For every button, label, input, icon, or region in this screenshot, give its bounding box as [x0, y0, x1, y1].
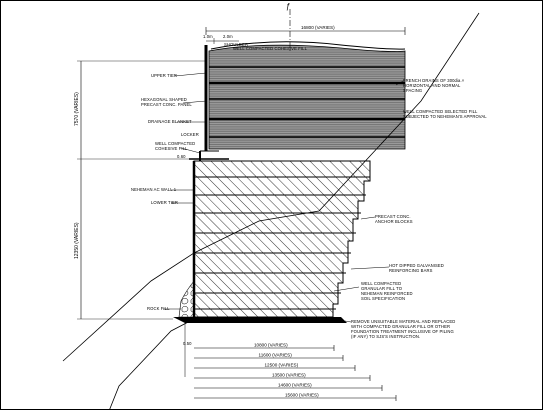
bottom-dim-label: 11600 (VARIES) [259, 353, 293, 358]
bottom-dim-label: 12500 (VARIES) [265, 363, 299, 368]
level-mark-label: 0.60 [177, 154, 186, 159]
bottom-dim-label: 13500 (VARIES) [272, 373, 306, 378]
granular-fill-label: WELL COMPACTED GRANULAR FILL TO NEHEMAN … [361, 281, 414, 301]
upper-tier-fill [208, 41, 406, 150]
drainage-blanket-label: DRAINAGE BLANKET [148, 119, 192, 124]
dim-2m-label: 2.0m [223, 34, 233, 39]
shoulder-label: SHOULDER [224, 42, 248, 47]
cohesive-fill-label: WELL COMPACTED COHESIVE FILL [233, 46, 308, 51]
height-dimensions [77, 60, 206, 320]
reinforcing-bars [194, 176, 370, 310]
top-width-dimension [205, 27, 406, 35]
bottom-width-dimensions: 10800 (VARIES) 11600 (VARIES) 12500 (VARIE… [194, 343, 397, 401]
neheman-wall-label: NEHEMAN AC WALL 1 [131, 187, 177, 192]
rock-fill-area [178, 280, 195, 318]
lower-height-label: 12350 (VARIES) [74, 222, 80, 259]
rock-fill-label: ROCK FILL [147, 306, 170, 311]
top-width-label: 16800 (VARIES) [301, 25, 335, 30]
step-label: LOCKER [181, 132, 199, 137]
french-drains-label: FRENCH DRAINS OF 300dia.× HORIZONTAL AND… [403, 78, 466, 93]
shoulder-dims [206, 38, 239, 44]
anchor-blocks-label: PRECAST CONC. ANCHOR BLOCKS [375, 214, 413, 224]
bottom-dim-label: 14600 (VARIES) [278, 383, 312, 388]
base-offset-label: 0.50 [183, 341, 192, 346]
hexagonal-panel-label: HEXAGONAL SHAPED PRECAST CONC. PANEL [141, 97, 192, 107]
foundation-base [173, 317, 347, 323]
remove-unsuitable-label: REMOVE UNSUITABLE MATERIAL AND REPLACED … [351, 319, 457, 339]
bottom-dim-label: 15600 (VARIES) [285, 393, 319, 398]
upper-tier-label: UPPER TIER [151, 73, 177, 78]
bottom-dim-label: 10800 (VARIES) [254, 343, 288, 348]
selected-fill-label: WELL COMPACTED SELECTED FILL SUBJECTED T… [403, 109, 487, 119]
upper-tier-bars [209, 66, 405, 138]
hot-dipped-bars-label: HOT DIPPED GALVANISED REINFORCING BARS [389, 263, 445, 273]
dim-1m-label: 1.0m [203, 34, 213, 39]
ground-lines [62, 12, 480, 409]
upper-height-label: 7570 (VARIES) [74, 92, 80, 126]
cohesive-fill-2-label: WELL COMPACTED COHESIVE FILL [155, 141, 197, 151]
lower-tier-label: LOWER TIER [151, 200, 178, 205]
centreline-symbol: ƒ [286, 2, 291, 11]
lower-tier-fill [193, 160, 371, 318]
